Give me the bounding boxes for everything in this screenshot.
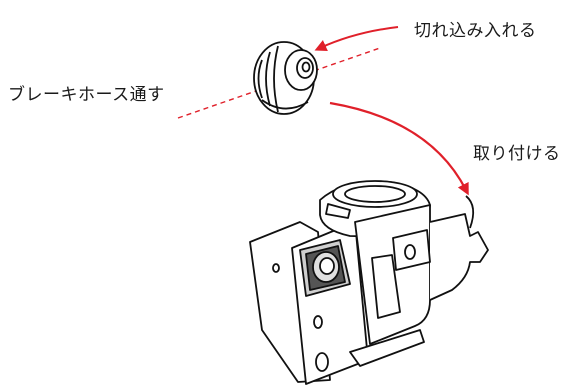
attach-label: 取り付ける xyxy=(473,144,561,164)
rubber-grommet-icon xyxy=(253,41,318,115)
attach-arrow xyxy=(329,101,469,196)
insert-cut-arrow xyxy=(314,26,399,51)
insert-cut-label: 切れ込み入れる xyxy=(414,21,537,41)
pass-brake-hose-label: ブレーキホース通す xyxy=(8,85,165,105)
brake-bracket-icon xyxy=(249,180,489,385)
